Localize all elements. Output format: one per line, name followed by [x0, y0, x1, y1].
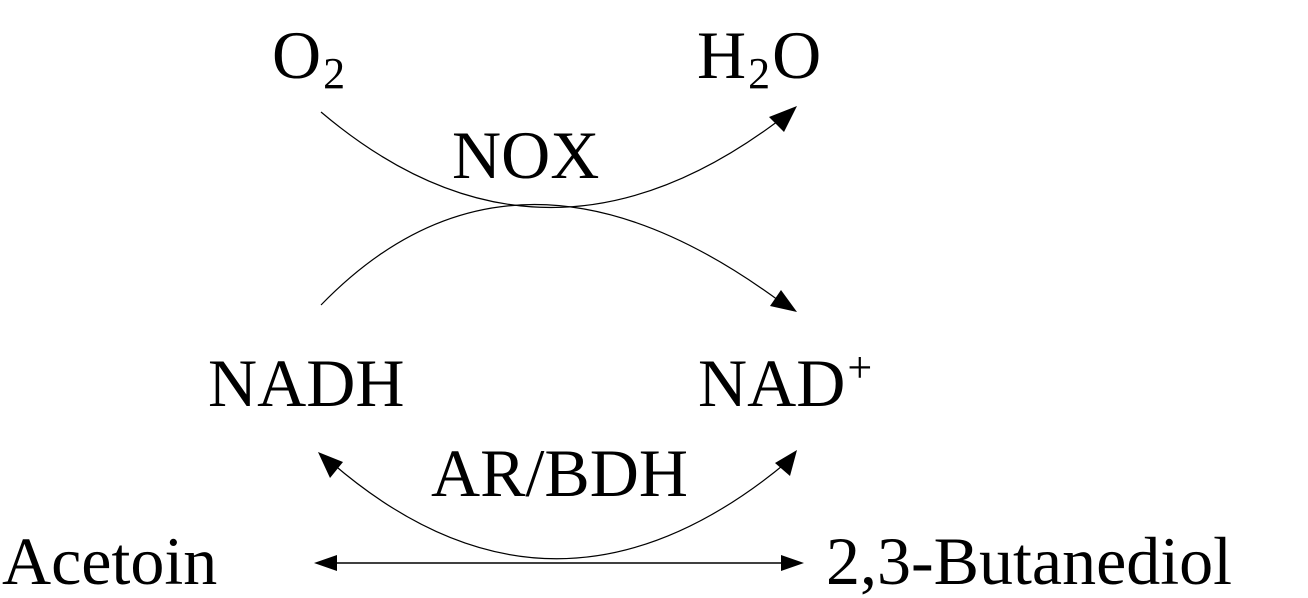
h2o-label: H2O: [697, 17, 821, 98]
o2-base: O: [272, 17, 321, 93]
nadh-label: NADH: [208, 345, 404, 421]
nox-label: NOX: [452, 117, 599, 193]
h2o-base-after: O: [772, 17, 821, 93]
ar-bdh-curve: [331, 461, 788, 560]
ar-bdh-label: AR/BDH: [431, 435, 688, 511]
h2o-subscript: 2: [748, 49, 770, 98]
nad-plus-label: NAD+: [698, 343, 872, 421]
nad-arrowhead: [770, 290, 797, 312]
nadh-arrowhead: [318, 452, 343, 478]
nad-lower-arrowhead: [775, 450, 797, 476]
o2-label: O2: [272, 17, 345, 98]
nad-base: NAD: [698, 345, 845, 421]
h2o-arrowhead: [769, 106, 797, 132]
o2-to-h2o-curve: [320, 111, 783, 209]
h2o-base-before: H: [697, 17, 746, 93]
acetoin-arrowhead: [314, 555, 337, 571]
butanediol-arrowhead: [781, 555, 804, 571]
butanediol-label: 2,3-Butanediol: [826, 523, 1232, 598]
nadh-to-nad-curve: [320, 203, 783, 306]
acetoin-label: Acetoin: [2, 523, 217, 598]
o2-subscript: 2: [323, 49, 345, 98]
nad-superscript: +: [847, 343, 872, 392]
